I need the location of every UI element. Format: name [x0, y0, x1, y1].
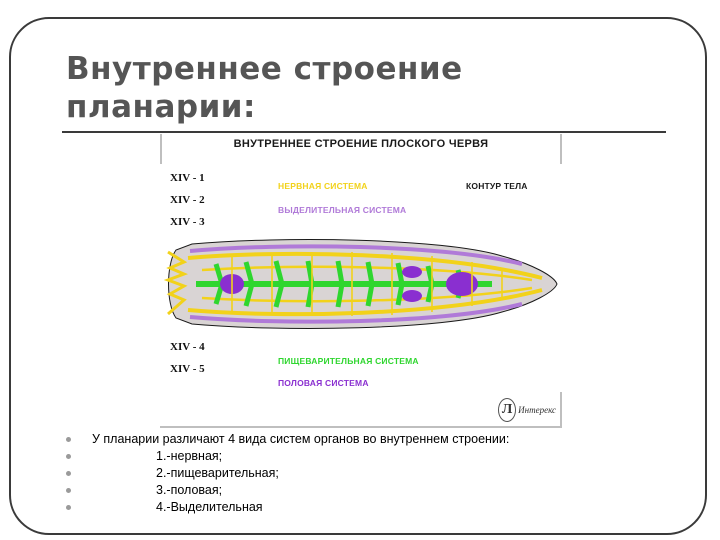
title-line-2: планарии:	[66, 89, 256, 125]
bullet-text: 3.-половая;	[156, 483, 223, 497]
bullet-dot	[66, 505, 71, 510]
planarian-body-illustration	[163, 239, 558, 329]
bullet-dot	[66, 488, 71, 493]
ovary	[446, 272, 478, 296]
bullet-item: 2.-пищеварительная;	[66, 465, 686, 482]
title-divider	[62, 131, 666, 133]
legend-excretory-system: ВЫДЕЛИТЕЛЬНАЯ СИСТЕМА	[278, 205, 407, 215]
title-line-1: Внутреннее строение	[66, 51, 463, 87]
bullet-list: У планарии различают 4 вида систем орган…	[66, 431, 686, 516]
bullet-item: У планарии различают 4 вида систем орган…	[66, 431, 686, 448]
legend-digestive-system: ПИЩЕВАРИТЕЛЬНАЯ СИСТЕМА	[278, 356, 419, 366]
publisher-logo-mark: Л	[498, 398, 517, 422]
figure-heading: ВНУТРЕННЕЕ СТРОЕНИЕ ПЛОСКОГО ЧЕРВЯ	[233, 138, 489, 150]
excretory-canal-upper	[189, 244, 523, 266]
bullet-text: 4.-Выделительная	[156, 500, 263, 514]
bullet-dot	[66, 454, 71, 459]
figure-border-left	[160, 134, 162, 164]
planarian-diagram: ВНУТРЕННЕЕ СТРОЕНИЕ ПЛОСКОГО ЧЕРВЯ XIV -…	[160, 134, 562, 428]
figure-border-bottom	[160, 426, 562, 428]
slide-frame	[9, 17, 707, 535]
figure-label-xiv-5: XIV - 5	[170, 363, 205, 375]
bullet-dot	[66, 471, 71, 476]
figure-label-xiv-1: XIV - 1	[170, 172, 205, 184]
nerve-cord-lower	[187, 288, 543, 317]
figure-label-xiv-2: XIV - 2	[170, 194, 205, 206]
figure-border-right	[560, 134, 562, 164]
nerve-cord-upper	[187, 251, 543, 280]
figure-label-xiv-4: XIV - 4	[170, 341, 205, 353]
legend-reproductive-system: ПОЛОВАЯ СИСТЕМА	[278, 378, 369, 388]
bullet-item: 4.-Выделительная	[66, 499, 686, 516]
bullet-item: 3.-половая;	[66, 482, 686, 499]
publisher-name: Интерекс	[518, 405, 556, 415]
figure-border-right-lower	[560, 392, 562, 428]
excretory-canal-lower	[189, 302, 523, 324]
testis-lower	[402, 290, 422, 302]
bullet-text: 2.-пищеварительная;	[156, 466, 279, 480]
nerve-commissures	[231, 252, 503, 316]
bullet-text: 1.-нервная;	[156, 449, 223, 463]
legend-body-outline: КОНТУР ТЕЛА	[466, 181, 528, 191]
bullet-item: 1.-нервная;	[66, 448, 686, 465]
slide-title: Внутреннее строение планарии:	[66, 50, 626, 126]
legend-nervous-system: НЕРВНАЯ СИСТЕМА	[278, 181, 368, 191]
publisher-logo: Л Интерекс	[498, 398, 556, 422]
bullet-dot	[66, 437, 71, 442]
head-auricles	[163, 250, 189, 316]
figure-label-xiv-3: XIV - 3	[170, 216, 205, 228]
bullet-text: У планарии различают 4 вида систем орган…	[92, 432, 510, 446]
testis-upper	[402, 266, 422, 278]
